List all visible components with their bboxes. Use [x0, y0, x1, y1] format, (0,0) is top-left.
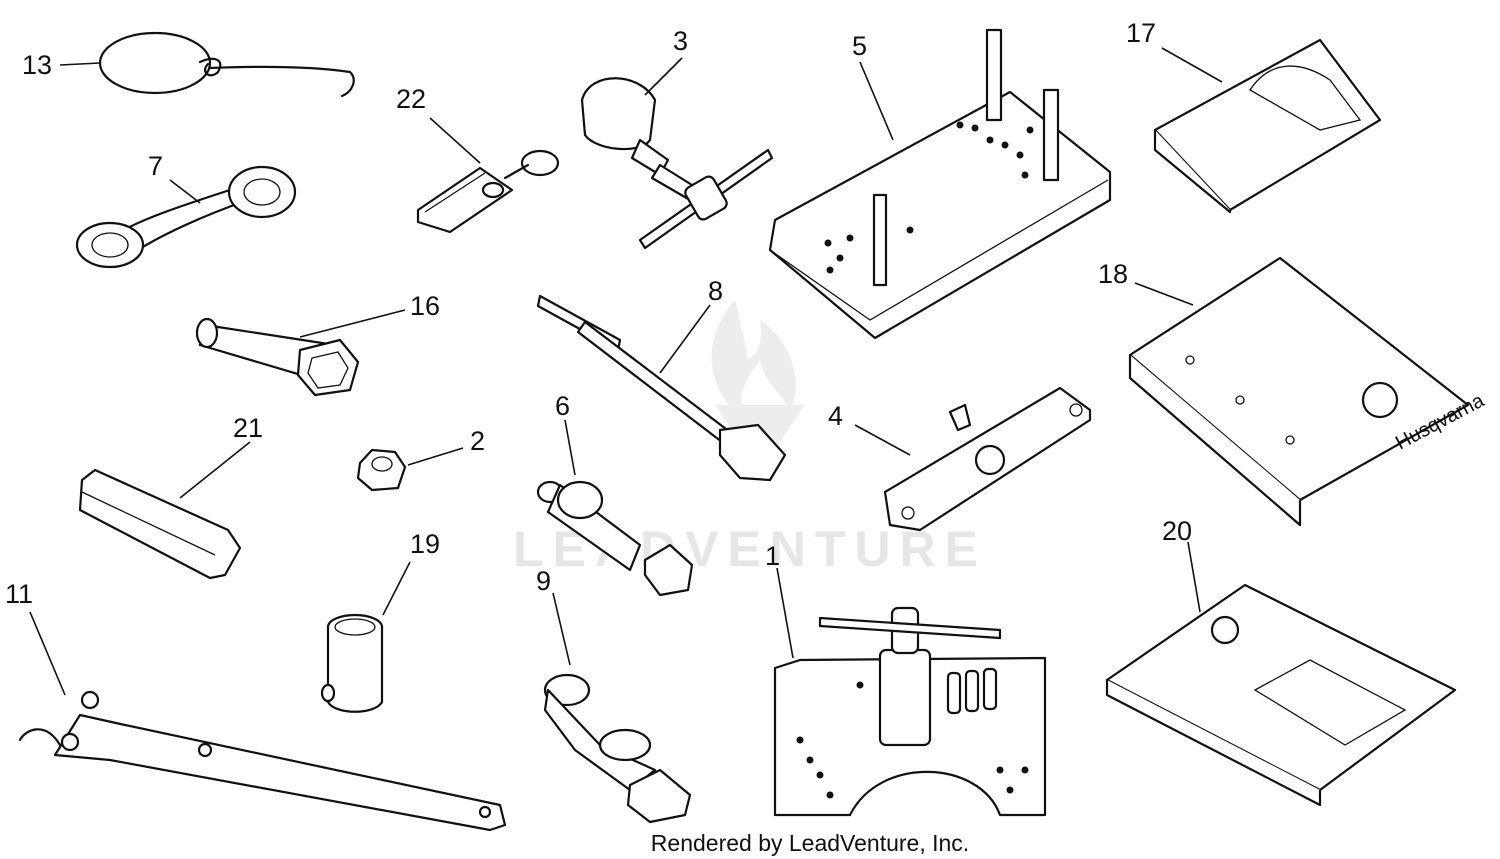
part-8-long-puller [536, 294, 787, 482]
callout-11: 11 [5, 579, 33, 609]
part-20-notebook [1105, 583, 1457, 807]
part-6-bolt-bushing [536, 480, 694, 597]
part-18-manual: Husqvarna [1128, 256, 1489, 527]
footer-credit: Rendered by LeadVenture, Inc. [651, 830, 969, 856]
callout-2: 2 [470, 426, 485, 456]
part-7-spanner [75, 165, 297, 269]
part-17-booklet [1153, 38, 1382, 214]
callout-19: 19 [410, 529, 440, 559]
part-9-bolt [543, 673, 692, 824]
part-4-bracket [883, 386, 1092, 532]
part-13-ring-hook [98, 31, 355, 98]
callout-7: 7 [148, 151, 163, 181]
callout-5: 5 [852, 31, 867, 61]
callout-9: 9 [536, 566, 551, 596]
callout-13: 13 [22, 50, 52, 80]
callout-6: 6 [555, 391, 570, 421]
callout-20: 20 [1162, 516, 1192, 546]
callout-8: 8 [708, 276, 723, 306]
callout-17: 17 [1126, 18, 1156, 48]
callout-1: 1 [765, 541, 780, 571]
part-16-socket-wrench [195, 317, 360, 397]
part-22-key-fob [416, 149, 560, 234]
callout-4: 4 [828, 401, 843, 431]
callout-18: 18 [1098, 259, 1128, 289]
part-3-t-puller [580, 77, 774, 250]
callout-16: 16 [410, 291, 440, 321]
callout-22: 22 [396, 84, 426, 114]
callout-labels: 13 7 22 3 5 17 18 16 8 21 2 6 4 19 9 1 2… [5, 18, 1192, 609]
part-11-holding-bar [18, 690, 507, 832]
part-19-sleeve [320, 613, 384, 713]
callout-3: 3 [673, 26, 688, 56]
callout-21: 21 [233, 413, 263, 443]
leader-lines [29, 47, 1223, 696]
part-21-hex-bar [78, 468, 242, 580]
part-2-nut [356, 448, 407, 492]
part-5-plate-with-pins [768, 28, 1112, 340]
part-1-press-plate [773, 606, 1047, 817]
